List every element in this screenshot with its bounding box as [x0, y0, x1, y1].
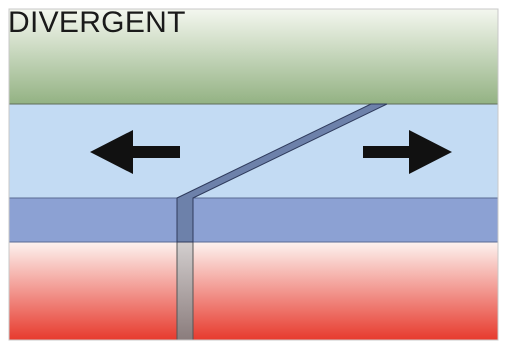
- diagram-border: [8, 8, 499, 341]
- crust-layer: [9, 198, 498, 242]
- arrow-left-icon: [90, 130, 180, 174]
- arrow-right-icon: [363, 130, 452, 174]
- diagram-title: DIVERGENT: [8, 6, 186, 39]
- fault-plane: [176, 103, 388, 243]
- sky-layer: [9, 9, 498, 104]
- mantle-layer: [9, 242, 498, 340]
